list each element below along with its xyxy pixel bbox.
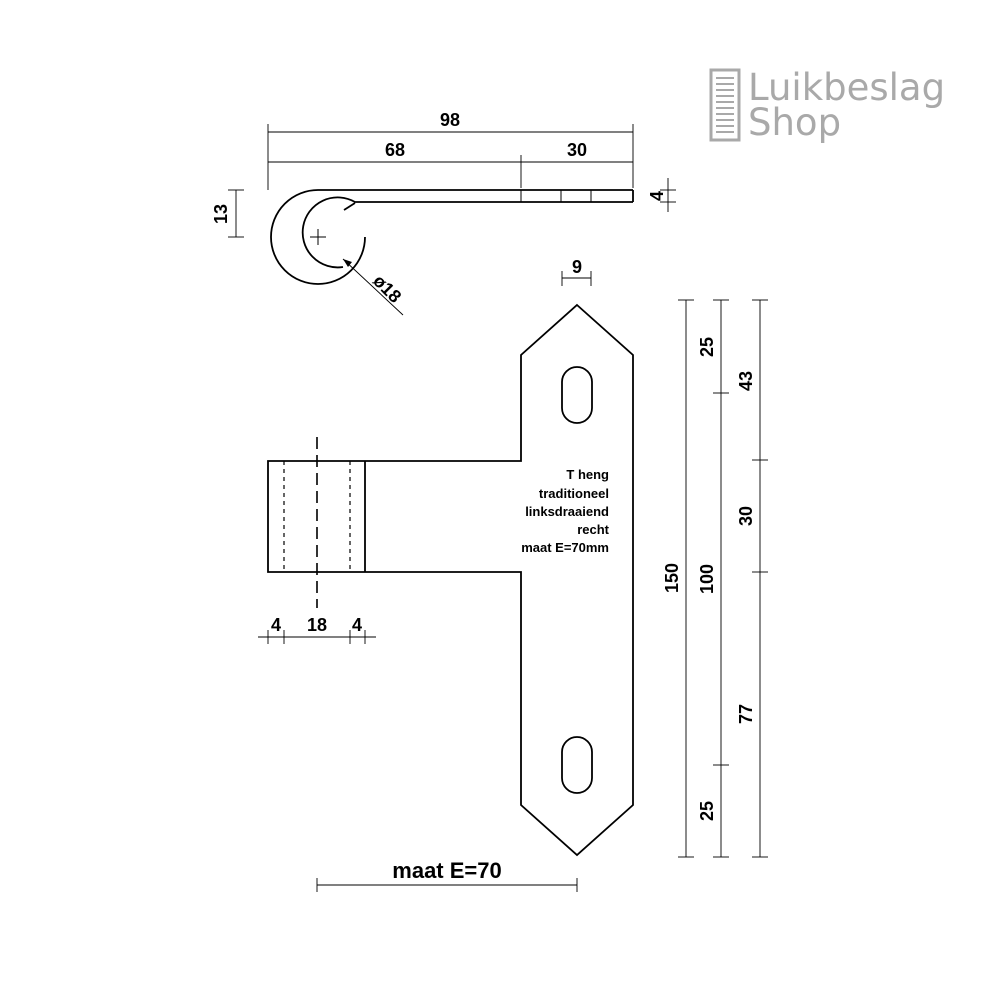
dim-label-100: 100 bbox=[697, 564, 717, 594]
side-profile-view: 98 68 30 ø18 13 4 bbox=[211, 110, 676, 316]
logo: Luikbeslag Shop bbox=[709, 66, 945, 144]
dim-label-far-middle: 30 bbox=[736, 506, 756, 526]
dim-label-eye-left: 4 bbox=[271, 615, 281, 635]
logo-line-1: Luikbeslag bbox=[748, 66, 945, 109]
note-line-1: T heng bbox=[566, 467, 609, 482]
dim-label-68: 68 bbox=[385, 140, 405, 160]
dim-label-right-bottom: 25 bbox=[697, 801, 717, 821]
dim-label-9: 9 bbox=[572, 257, 582, 277]
dim-label-eye-right: 4 bbox=[352, 615, 362, 635]
front-view: 9 T heng traditioneel linksdraaiend rech… bbox=[258, 257, 768, 892]
dim-label-98: 98 bbox=[440, 110, 460, 130]
lower-slot bbox=[561, 736, 593, 794]
note-line-3: linksdraaiend bbox=[525, 504, 609, 519]
dim-label-far-bottom: 77 bbox=[736, 704, 756, 724]
dim-label-maat: maat E=70 bbox=[392, 858, 501, 883]
dim-label-13: 13 bbox=[211, 204, 231, 224]
shutter-icon bbox=[709, 68, 741, 142]
note-line-5: maat E=70mm bbox=[521, 540, 609, 555]
dim-label-150: 150 bbox=[662, 563, 682, 593]
dim-label-thickness: 4 bbox=[647, 191, 667, 201]
logo-line-2: Shop bbox=[748, 101, 841, 144]
note-line-2: traditioneel bbox=[539, 486, 609, 501]
dim-label-30: 30 bbox=[567, 140, 587, 160]
dim-label-diameter: ø18 bbox=[369, 271, 405, 307]
hinge-plate bbox=[267, 303, 634, 857]
dim-label-far-top: 43 bbox=[736, 371, 756, 391]
dim-label-eye-mid: 18 bbox=[307, 615, 327, 635]
diameter-leader bbox=[342, 258, 404, 316]
dim-label-right-top: 25 bbox=[697, 337, 717, 357]
note-line-4: recht bbox=[577, 522, 609, 537]
upper-slot bbox=[561, 366, 593, 424]
